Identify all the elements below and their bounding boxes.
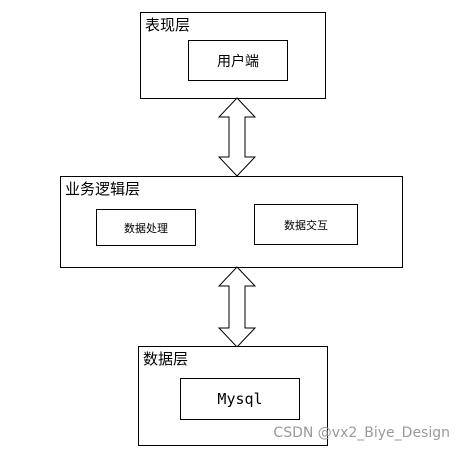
watermark: CSDN @vx2_Biye_Design — [273, 425, 450, 441]
data-interaction-node: 数据交互 — [254, 204, 358, 245]
business-logic-layer-title: 业务逻辑层 — [65, 180, 141, 198]
double-arrow-icon — [218, 97, 256, 177]
data-processing-node: 数据处理 — [96, 209, 196, 246]
presentation-layer-title: 表现层 — [145, 16, 191, 34]
double-arrow-icon — [218, 266, 256, 348]
presentation-layer: 表现层 用户端 — [140, 12, 326, 99]
data-layer: 数据层 Mysql — [138, 346, 328, 446]
client-node: 用户端 — [188, 40, 288, 81]
business-logic-layer: 业务逻辑层 数据处理 数据交互 — [60, 176, 403, 268]
data-layer-title: 数据层 — [143, 350, 189, 368]
mysql-node: Mysql — [180, 378, 300, 420]
